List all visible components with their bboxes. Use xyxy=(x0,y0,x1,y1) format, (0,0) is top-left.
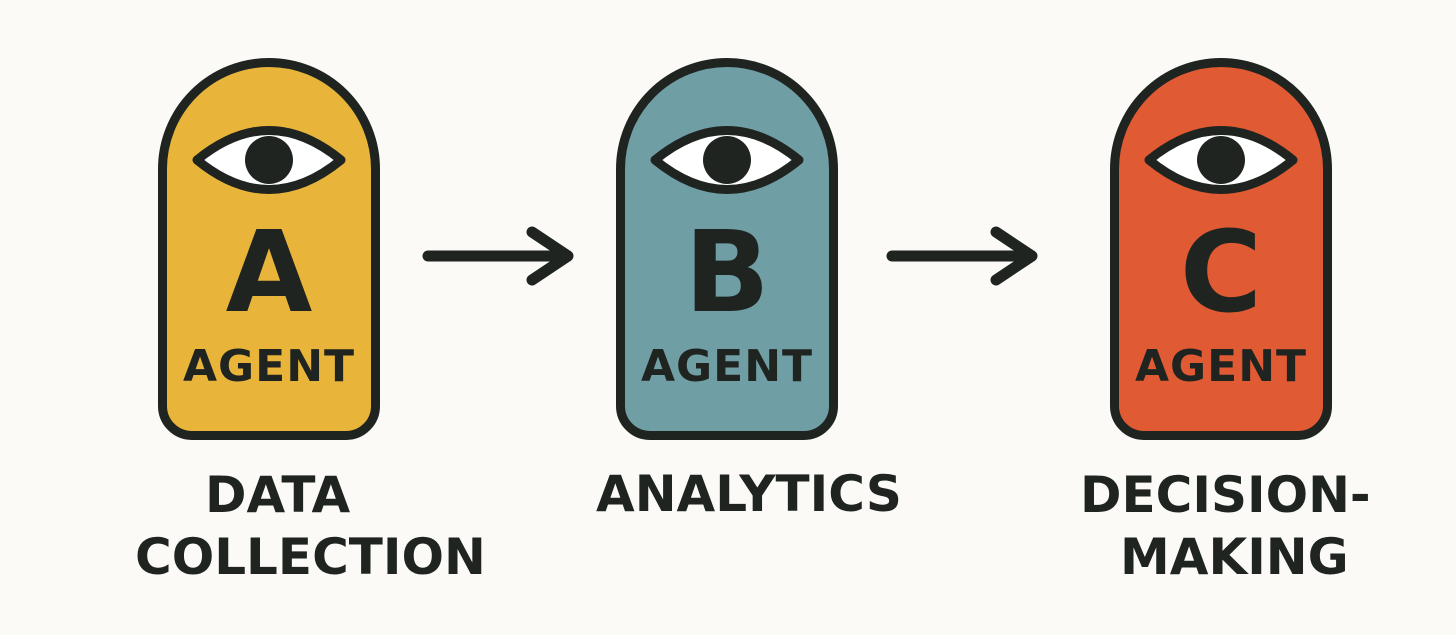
agent-c-letter: C xyxy=(1179,208,1263,338)
agent-a-caption-line: DATA xyxy=(205,466,351,524)
agent-b-letter: B xyxy=(684,208,770,338)
eye-icon xyxy=(192,126,346,194)
agent-c-caption-line: DECISION- xyxy=(1080,466,1371,524)
agent-c-caption-line: MAKING xyxy=(1120,528,1349,586)
eye-icon xyxy=(650,126,804,194)
agent-a-card: A AGENT xyxy=(157,57,381,441)
agent-b-card: B AGENT xyxy=(615,57,839,441)
agent-b-label: AGENT xyxy=(640,341,814,392)
agent-b-caption: ANALYTICS xyxy=(596,463,902,525)
agent-c-label: AGENT xyxy=(1134,341,1308,392)
arrow-right-icon xyxy=(422,226,574,286)
arrow-right-icon xyxy=(886,226,1038,286)
agent-c-caption: DECISION- MAKING xyxy=(1080,464,1380,588)
agent-c-card: C AGENT xyxy=(1109,57,1333,441)
agent-a-letter: A xyxy=(225,208,313,338)
agent-a-label: AGENT xyxy=(182,341,356,392)
agent-a-caption-line: COLLECTION xyxy=(135,528,486,586)
agent-a-caption: DATA COLLECTION xyxy=(135,464,486,588)
eye-icon xyxy=(1144,126,1298,194)
agent-b-caption-line: ANALYTICS xyxy=(596,465,902,523)
